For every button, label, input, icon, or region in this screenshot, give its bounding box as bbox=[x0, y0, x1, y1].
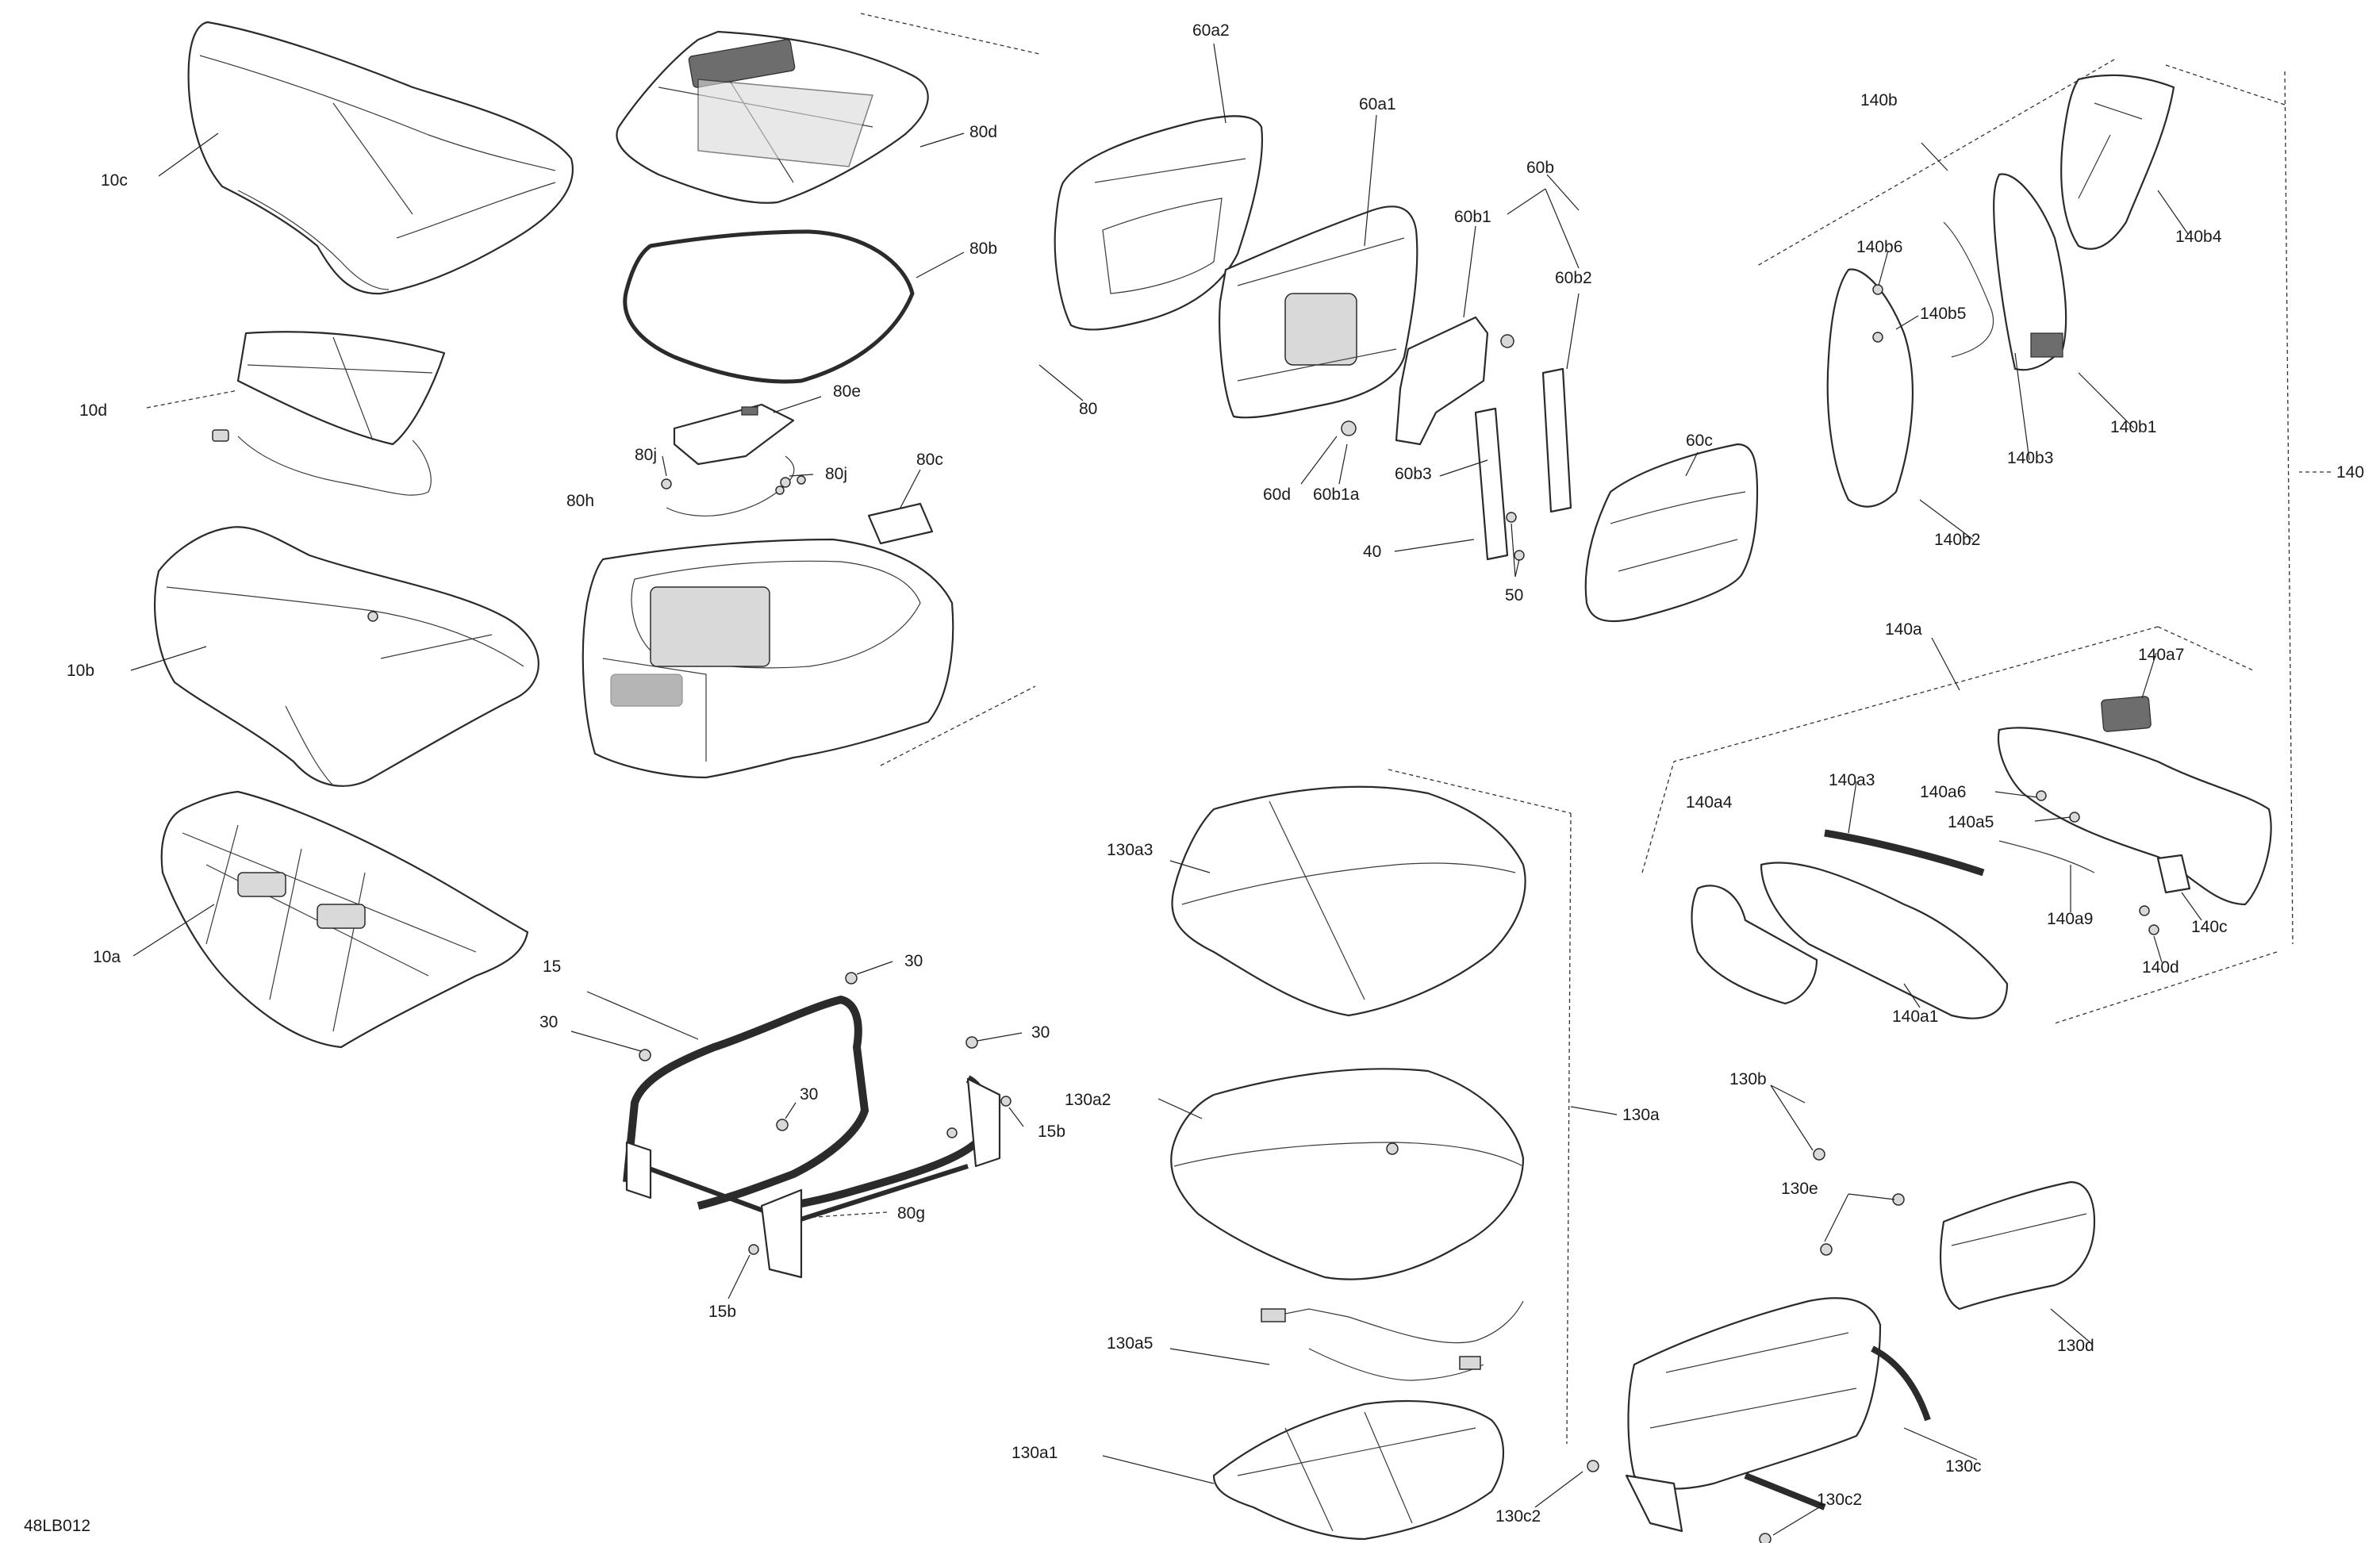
callout-80h: 80h bbox=[566, 492, 594, 510]
callout-80b: 80b bbox=[969, 240, 997, 258]
callout-60a2: 60a2 bbox=[1192, 21, 1230, 40]
callout-130a5: 130a5 bbox=[1107, 1334, 1153, 1353]
callout-140a6: 140a6 bbox=[1920, 783, 1966, 801]
callout-130a2: 130a2 bbox=[1065, 1091, 1111, 1109]
leader-lines bbox=[130, 43, 2331, 1536]
callout-60a1: 60a1 bbox=[1359, 95, 1396, 113]
part-60a1-backrest-panel bbox=[1219, 205, 1418, 419]
part-130c-seat-frame bbox=[1625, 1297, 1931, 1533]
part-80e-bracket bbox=[673, 403, 795, 466]
callout-60b1a: 60b1a bbox=[1313, 486, 1360, 504]
callout-140a9: 140a9 bbox=[2047, 910, 2093, 928]
callout-140b3: 140b3 bbox=[2007, 449, 2053, 467]
callout-140a3: 140a3 bbox=[1829, 771, 1875, 789]
part-10c-seat-cushion bbox=[187, 21, 574, 295]
callout-15: 15 bbox=[543, 958, 561, 976]
callout-130d: 130d bbox=[2057, 1337, 2094, 1355]
callout-30-center: 30 bbox=[800, 1085, 818, 1104]
callout-140a5: 140a5 bbox=[1948, 813, 1994, 831]
callout-140b: 140b bbox=[1860, 91, 1898, 109]
callout-140: 140 bbox=[2336, 463, 2364, 482]
callout-130a: 130a bbox=[1622, 1106, 1660, 1124]
callout-30-top: 30 bbox=[904, 952, 923, 970]
group-outlines bbox=[860, 13, 2294, 1445]
callout-10b: 10b bbox=[67, 662, 94, 680]
part-130a3-cushion bbox=[1171, 785, 1526, 1017]
callout-80e: 80e bbox=[833, 382, 861, 401]
callout-130a3: 130a3 bbox=[1107, 841, 1153, 859]
fasteners bbox=[639, 284, 2159, 1543]
callout-130a1: 130a1 bbox=[1012, 1444, 1058, 1462]
callout-140b6: 140b6 bbox=[1856, 238, 1902, 256]
callout-130e: 130e bbox=[1781, 1180, 1818, 1198]
part-140b-armrest-left bbox=[1826, 74, 2175, 508]
part-80-storage-box bbox=[582, 538, 954, 779]
part-140a-armrest-right bbox=[1691, 696, 2272, 1019]
callout-130c2-left: 130c2 bbox=[1495, 1507, 1541, 1526]
callout-80j-left: 80j bbox=[635, 446, 657, 464]
part-10b-seat-cover bbox=[154, 526, 539, 787]
callout-80j-right: 80j bbox=[825, 465, 847, 483]
callout-140b2: 140b2 bbox=[1934, 531, 1980, 549]
part-60c-backrest-rear bbox=[1584, 443, 1759, 623]
callout-80: 80 bbox=[1079, 400, 1097, 418]
part-80h-cable bbox=[661, 455, 795, 516]
part-60b-slide-assembly bbox=[1341, 316, 1572, 561]
part-130a5-harness bbox=[1261, 1300, 1524, 1381]
part-80c-latch bbox=[867, 502, 934, 545]
callout-10d: 10d bbox=[79, 401, 107, 420]
callout-60b3: 60b3 bbox=[1395, 465, 1432, 483]
part-10a-seat-base bbox=[160, 790, 529, 1049]
callout-60b1: 60b1 bbox=[1454, 208, 1491, 226]
callout-140d: 140d bbox=[2142, 958, 2179, 977]
callout-30-left: 30 bbox=[539, 1013, 558, 1031]
callout-140a: 140a bbox=[1885, 620, 1922, 639]
callout-50: 50 bbox=[1505, 586, 1523, 605]
part-80b-seal bbox=[623, 229, 915, 384]
callout-140c: 140c bbox=[2191, 918, 2228, 936]
callout-140b1: 140b1 bbox=[2110, 418, 2156, 436]
callout-10a: 10a bbox=[93, 948, 121, 966]
callout-10c: 10c bbox=[101, 171, 128, 190]
callout-140b4: 140b4 bbox=[2175, 228, 2222, 246]
part-130a2-cushion bbox=[1170, 1068, 1525, 1280]
callout-15b-bottom: 15b bbox=[708, 1303, 736, 1321]
callout-labels: 10c 10d 10b 10a 80d 80b 80e 80j 80j 80h … bbox=[24, 21, 2364, 1535]
part-130a1-cushion-base bbox=[1212, 1400, 1504, 1541]
callout-130c: 130c bbox=[1945, 1457, 1982, 1476]
callout-80d: 80d bbox=[969, 123, 997, 141]
part-130d-cover bbox=[1939, 1180, 2096, 1311]
part-80d-storage-lid bbox=[616, 30, 929, 204]
callout-15b-right: 15b bbox=[1038, 1123, 1065, 1141]
callout-140a1: 140a1 bbox=[1892, 1008, 1938, 1026]
callout-60b2: 60b2 bbox=[1555, 269, 1592, 287]
callout-130b: 130b bbox=[1729, 1070, 1767, 1088]
part-15-seat-frame bbox=[623, 996, 1001, 1279]
callout-60d: 60d bbox=[1263, 486, 1291, 504]
callout-140a4: 140a4 bbox=[1686, 793, 1733, 812]
callout-60c: 60c bbox=[1686, 432, 1713, 450]
callout-140a7: 140a7 bbox=[2138, 646, 2184, 664]
callout-80c: 80c bbox=[916, 451, 943, 469]
callout-140b5: 140b5 bbox=[1920, 305, 1966, 323]
callout-60b: 60b bbox=[1526, 159, 1554, 177]
drawing-code: 48LB012 bbox=[24, 1517, 90, 1535]
callout-30-right: 30 bbox=[1031, 1023, 1050, 1042]
callout-130c2-right: 130c2 bbox=[1817, 1491, 1862, 1509]
callout-40: 40 bbox=[1363, 543, 1381, 561]
part-10d-heating-pad bbox=[212, 331, 446, 496]
callout-80g: 80g bbox=[897, 1204, 925, 1223]
